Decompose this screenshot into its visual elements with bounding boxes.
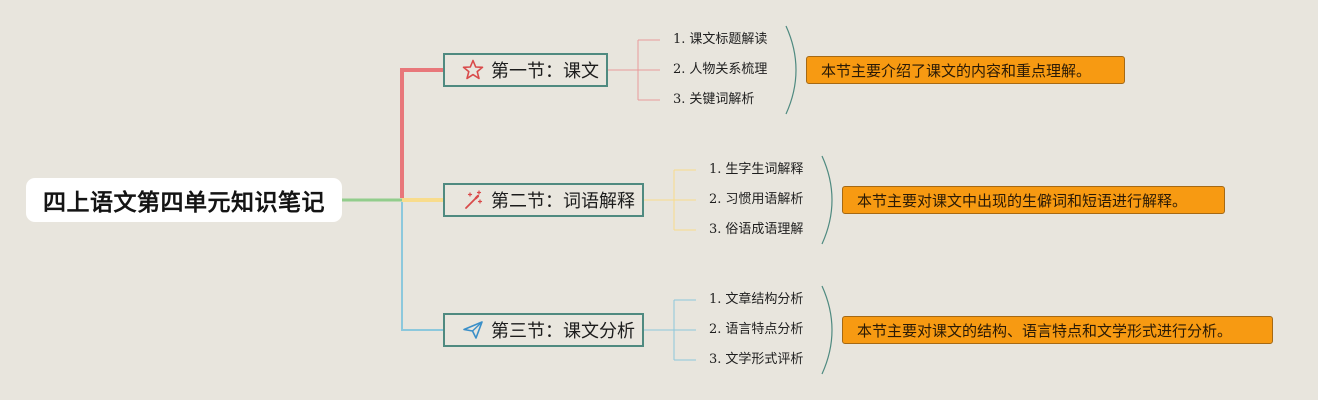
section-3-item-2[interactable]: 2.语言特点分析 <box>709 322 804 337</box>
star-icon <box>459 56 487 84</box>
section-3-summary[interactable]: 本节主要对课文的结构、语言特点和文学形式进行分析。 <box>842 316 1273 344</box>
section-1-item-1[interactable]: 1.课文标题解读 <box>673 32 768 47</box>
section-1-summary[interactable]: 本节主要介绍了课文的内容和重点理解。 <box>806 56 1125 84</box>
section-1-item-2[interactable]: 2.人物关系梳理 <box>673 62 768 77</box>
section-2-item-1[interactable]: 1.生字生词解释 <box>709 162 804 177</box>
section-1-topic[interactable]: 第一节：课文 <box>443 53 608 87</box>
section-3-item-3[interactable]: 3.文学形式评析 <box>709 352 804 367</box>
section-3-topic[interactable]: 第三节：课文分析 <box>443 313 644 347</box>
section-2-item-3[interactable]: 3.俗语成语理解 <box>709 222 804 237</box>
summary-bracket-2 <box>821 155 833 245</box>
branch-line-1 <box>400 68 443 198</box>
section-2-summary[interactable]: 本节主要对课文中出现的生僻词和短语进行解释。 <box>842 186 1225 214</box>
item-connectors-3 <box>644 299 696 361</box>
section-1-title: 第一节：课文 <box>491 61 599 82</box>
root-topic[interactable]: 四上语文第四单元知识笔记 <box>26 178 342 222</box>
item-connectors-2 <box>644 169 696 231</box>
magic-wand-icon <box>459 186 487 214</box>
item-connectors-1 <box>608 39 660 101</box>
summary-bracket-1 <box>785 25 797 115</box>
section-3-title: 第三节：课文分析 <box>491 321 635 342</box>
paper-plane-icon <box>459 316 487 344</box>
summary-bracket-3 <box>821 285 833 375</box>
section-2-item-2[interactable]: 2.习惯用语解析 <box>709 192 804 207</box>
section-2-title: 第二节：词语解释 <box>491 191 635 212</box>
section-3-item-1[interactable]: 1.文章结构分析 <box>709 292 804 307</box>
section-2-topic[interactable]: 第二节：词语解释 <box>443 183 644 217</box>
section-1-item-3[interactable]: 3.关键词解析 <box>673 92 755 107</box>
root-title: 四上语文第四单元知识笔记 <box>43 190 325 216</box>
branch-line-3 <box>401 202 443 331</box>
